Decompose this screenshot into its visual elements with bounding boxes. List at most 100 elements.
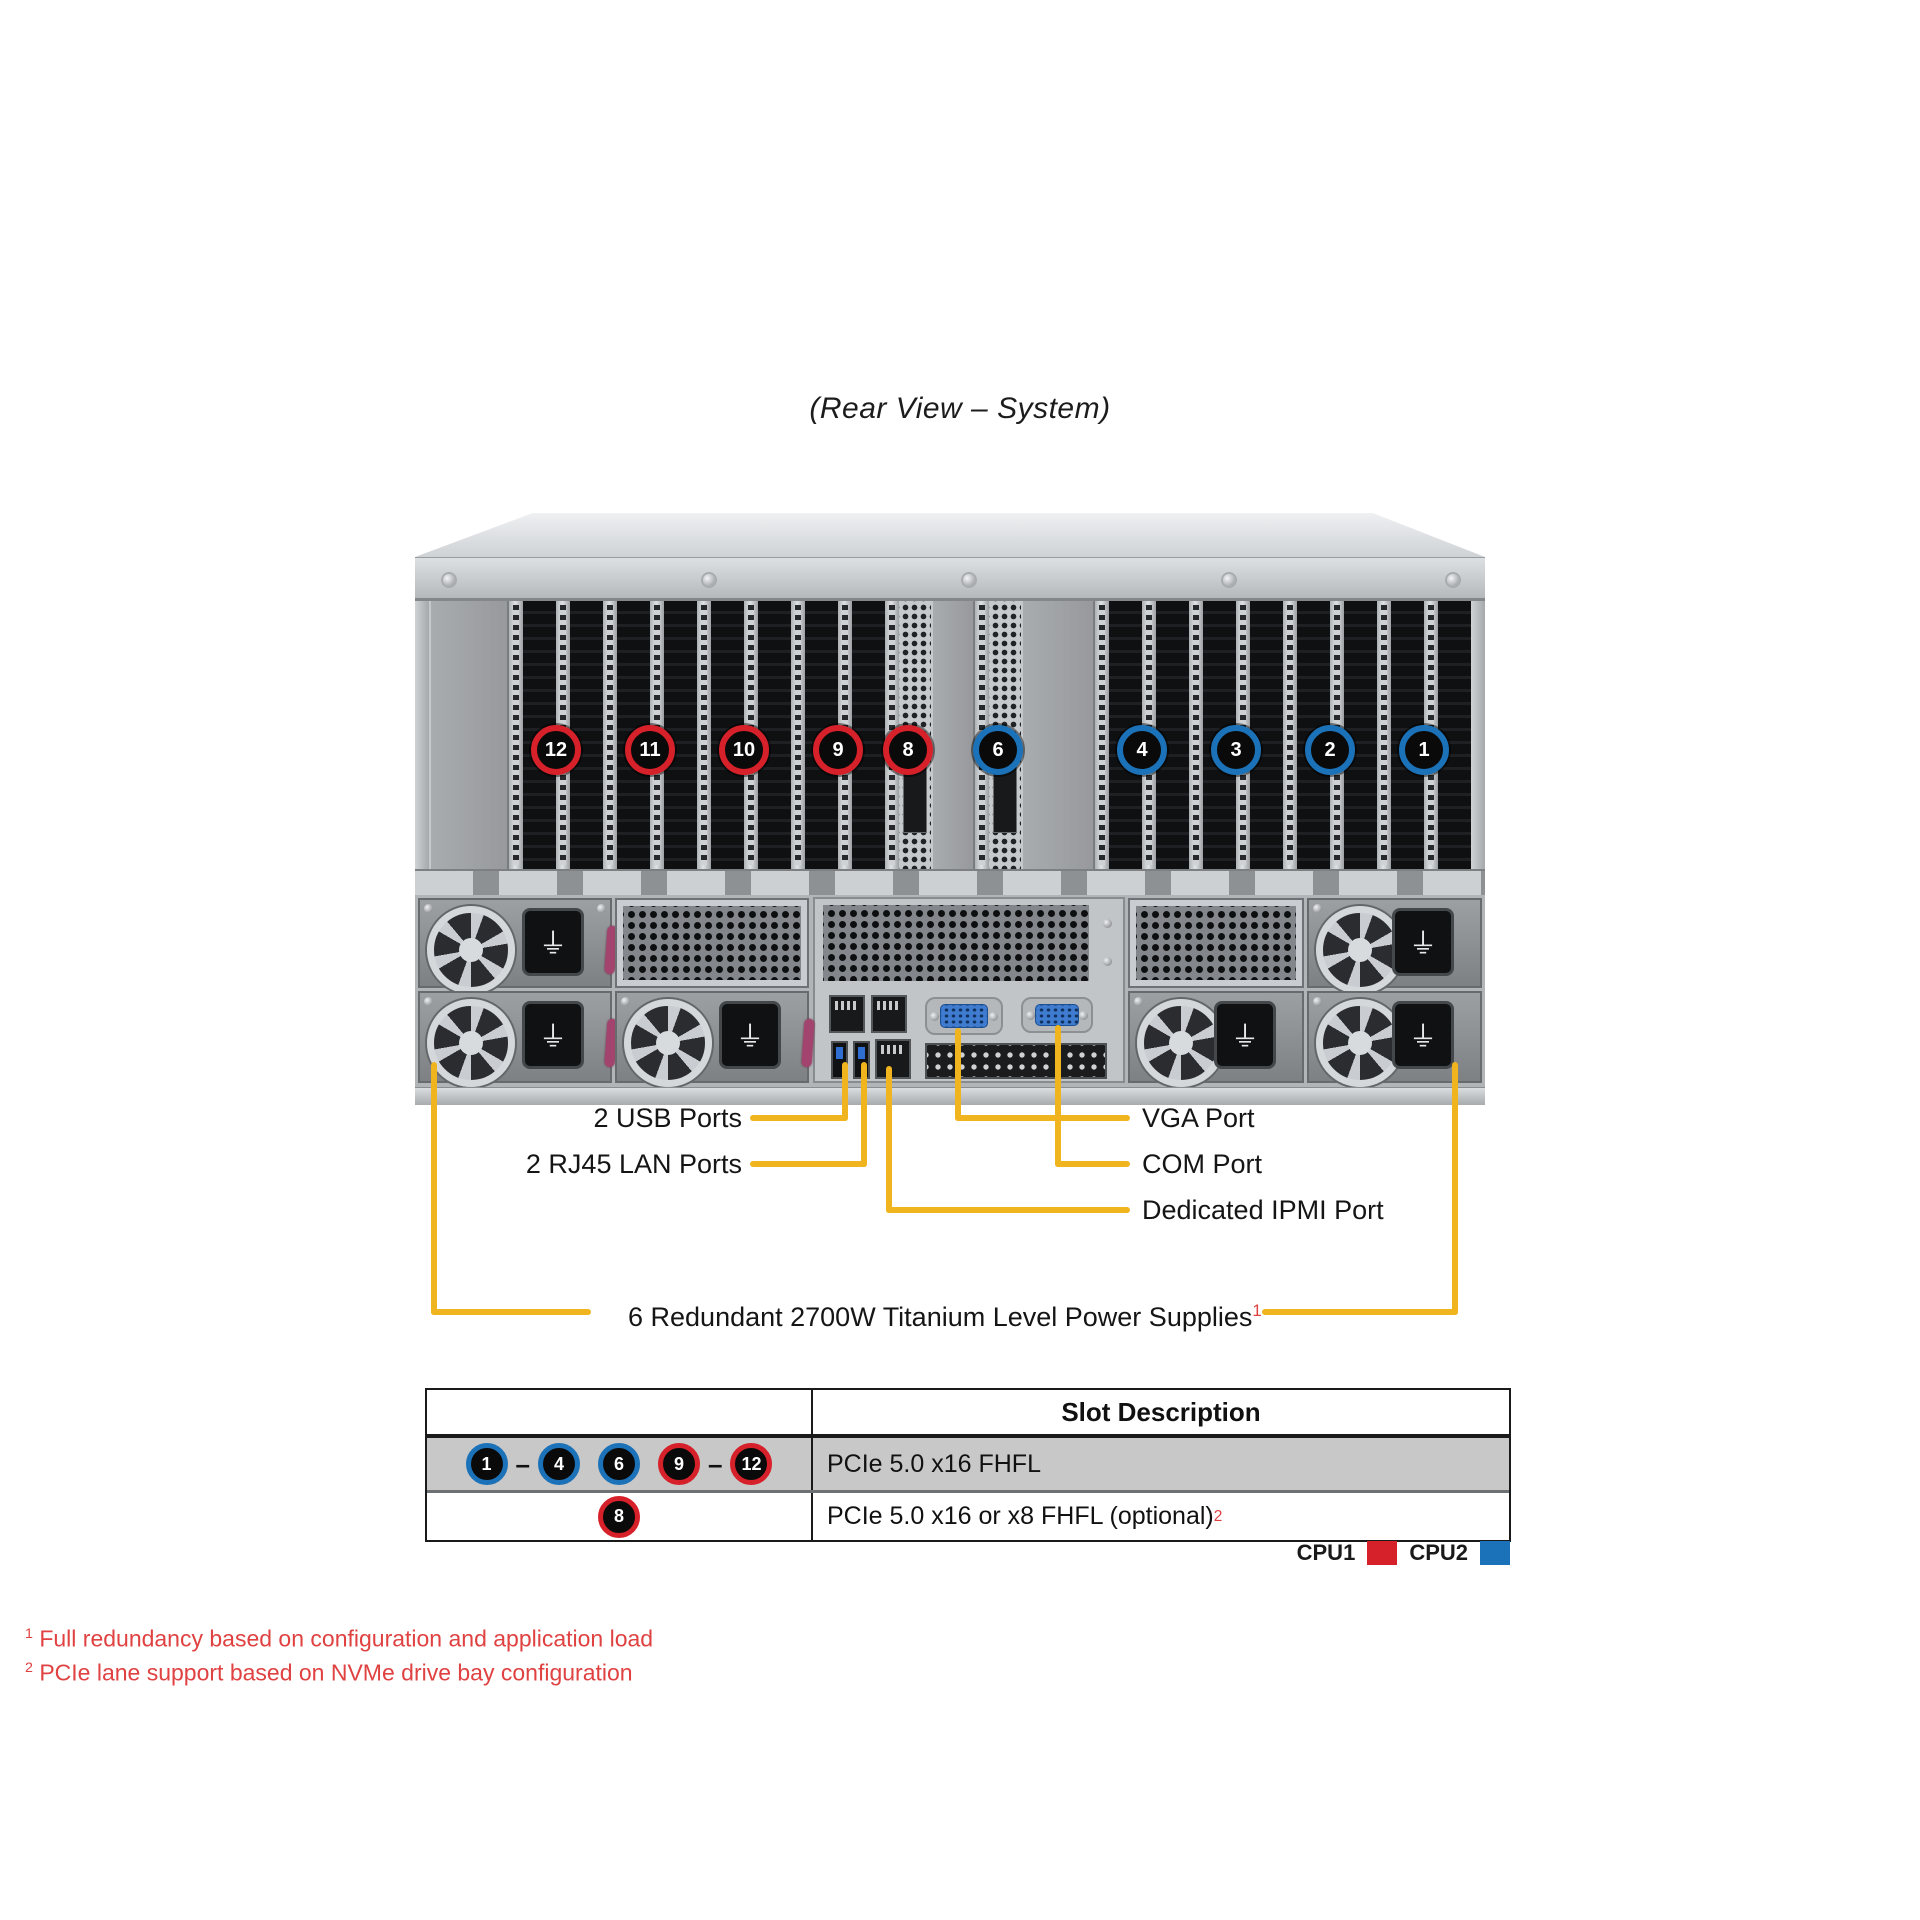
psu-power-inlet: ⏚ — [719, 1001, 781, 1069]
chassis-bottom-edge — [415, 1087, 1485, 1105]
psu-power-inlet: ⏚ — [1392, 908, 1454, 976]
slot-number-badge: 9 — [813, 725, 863, 775]
slot-badges-cell: 8 — [427, 1493, 813, 1540]
slot-description-cell: PCIe 5.0 x16 or x8 FHFL (optional)2 — [827, 1502, 1223, 1530]
ipmi-port — [875, 1039, 911, 1079]
slot-filler-panel — [931, 601, 975, 869]
slot-bracket — [603, 601, 617, 869]
psu-power-inlet: ⏚ — [522, 1001, 584, 1069]
psu-fan-icon — [1137, 999, 1225, 1087]
slot-number-badge: 8 — [883, 725, 933, 775]
callout-line-usb — [842, 1062, 848, 1121]
slot-number-badge: 6 — [973, 725, 1023, 775]
pcie-slot-9: 9 — [791, 601, 885, 869]
footnote-2: 2 PCIe lane support based on NVMe drive … — [25, 1659, 633, 1686]
slot-badges-cell: 1 – 4 6 9 – 12 — [427, 1438, 813, 1490]
table-row: 1 – 4 6 9 – 12 PCIe 5.0 x16 FHFL — [427, 1438, 1509, 1490]
table-row: 8 PCIe 5.0 x16 or x8 FHFL (optional)2 — [427, 1493, 1509, 1540]
callout-line-psu-left — [431, 1309, 591, 1315]
slot-bracket — [791, 601, 805, 869]
power-supply-2: ⏚ — [1307, 898, 1482, 994]
psu-label: 6 Redundant 2700W Titanium Level Power S… — [628, 1301, 1262, 1332]
range-dash: – — [708, 1448, 723, 1479]
pcie-slot-6: 6 — [973, 601, 1023, 869]
cpu1-legend-label: CPU1 — [1296, 1540, 1356, 1565]
callout-line-com — [1055, 1025, 1061, 1167]
pcie-slot-3: 3 — [1189, 601, 1283, 869]
pcie-slot-11: 11 — [603, 601, 697, 869]
com-port-label: COM Port — [1142, 1149, 1263, 1179]
pcie-slot-band: 12 11 10 9 8 — [415, 601, 1485, 869]
lan-port-2 — [871, 995, 907, 1033]
table-header-description-cell: Slot Description — [1061, 1396, 1261, 1427]
slot-bracket — [1377, 601, 1391, 869]
screw-icon — [703, 574, 715, 586]
table-divider — [427, 1434, 1509, 1438]
callout-line-vga — [955, 1028, 961, 1121]
pcie-slot-4: 4 — [1095, 601, 1189, 869]
pcie-slot-1: 1 — [1377, 601, 1471, 869]
slot-number-badge: 3 — [1211, 725, 1261, 775]
io-port-cutout — [925, 1043, 1107, 1079]
vent-grille — [615, 898, 809, 988]
callout-line-usb — [750, 1115, 848, 1121]
vga-port-label: VGA Port — [1142, 1103, 1255, 1133]
slot-number-badge: 4 — [538, 1443, 580, 1485]
slot-number-badge: 9 — [658, 1443, 700, 1485]
callout-line-lan — [861, 1062, 867, 1167]
screw-icon — [621, 997, 630, 1006]
screw-icon — [597, 904, 606, 913]
psu-fan-icon — [427, 906, 515, 994]
screw-icon — [1103, 957, 1112, 966]
com-port — [1021, 997, 1093, 1033]
screw-icon — [1134, 997, 1143, 1006]
slot-bracket — [1189, 601, 1203, 869]
slot-number-badge: 4 — [1117, 725, 1167, 775]
slot-latch-rail — [415, 869, 1485, 895]
psu-fan-icon — [1316, 999, 1404, 1087]
slot-bracket — [1283, 601, 1297, 869]
callout-line-psu-right — [1262, 1309, 1458, 1315]
ipmi-port-label: Dedicated IPMI Port — [1142, 1195, 1384, 1225]
callout-line-ipmi — [886, 1066, 892, 1213]
power-supply-1: ⏚ — [418, 898, 618, 994]
slot-number-badge: 11 — [625, 725, 675, 775]
slot-number-badge: 8 — [598, 1495, 640, 1538]
motherboard-io-panel — [813, 897, 1125, 1083]
slot-number-badge: 1 — [465, 1443, 508, 1485]
slot-number-badge: 2 — [1305, 725, 1355, 775]
pcie-slot-12: 12 — [509, 601, 603, 869]
table-header-slots-cell — [427, 1390, 813, 1434]
vga-port — [925, 997, 1003, 1035]
slot-number-badge: 6 — [598, 1443, 640, 1485]
screw-icon — [1313, 904, 1322, 913]
screw-icon — [424, 997, 433, 1006]
screw-icon — [1447, 574, 1459, 586]
chassis-top-lid — [415, 513, 1485, 557]
power-supply-5: ⏚ — [1128, 991, 1304, 1087]
slot-filler-panel — [429, 601, 509, 869]
slot-bracket — [509, 601, 523, 869]
psu-fan-icon — [624, 999, 712, 1087]
psu-fan-icon — [1316, 906, 1404, 994]
callout-line-com — [1055, 1161, 1130, 1167]
psu-power-inlet: ⏚ — [1214, 1001, 1276, 1069]
cpu1-color-swatch — [1367, 1541, 1398, 1565]
chassis-lower-section: ⏚ ⏚ — [415, 895, 1485, 1087]
cpu2-legend-label: CPU2 — [1409, 1540, 1468, 1565]
slot-description-cell: PCIe 5.0 x16 FHFL — [827, 1449, 1041, 1478]
screw-icon — [1223, 574, 1235, 586]
usb-ports-label: 2 USB Ports — [593, 1103, 742, 1133]
chassis-side-wall — [415, 601, 429, 869]
table-divider — [427, 1490, 1509, 1493]
slot-description-table: Slot Description 1 – 4 6 9 – 12 PCIe 5.0… — [425, 1388, 1511, 1542]
slot-number-badge: 10 — [719, 725, 769, 775]
pcie-slot-10: 10 — [697, 601, 791, 869]
range-dash: – — [515, 1448, 530, 1479]
callout-line-ipmi — [886, 1207, 1130, 1213]
psu-power-inlet: ⏚ — [1392, 1001, 1454, 1069]
screw-icon — [424, 904, 433, 913]
power-supply-6: ⏚ — [1307, 991, 1482, 1087]
screw-icon — [1313, 997, 1322, 1006]
